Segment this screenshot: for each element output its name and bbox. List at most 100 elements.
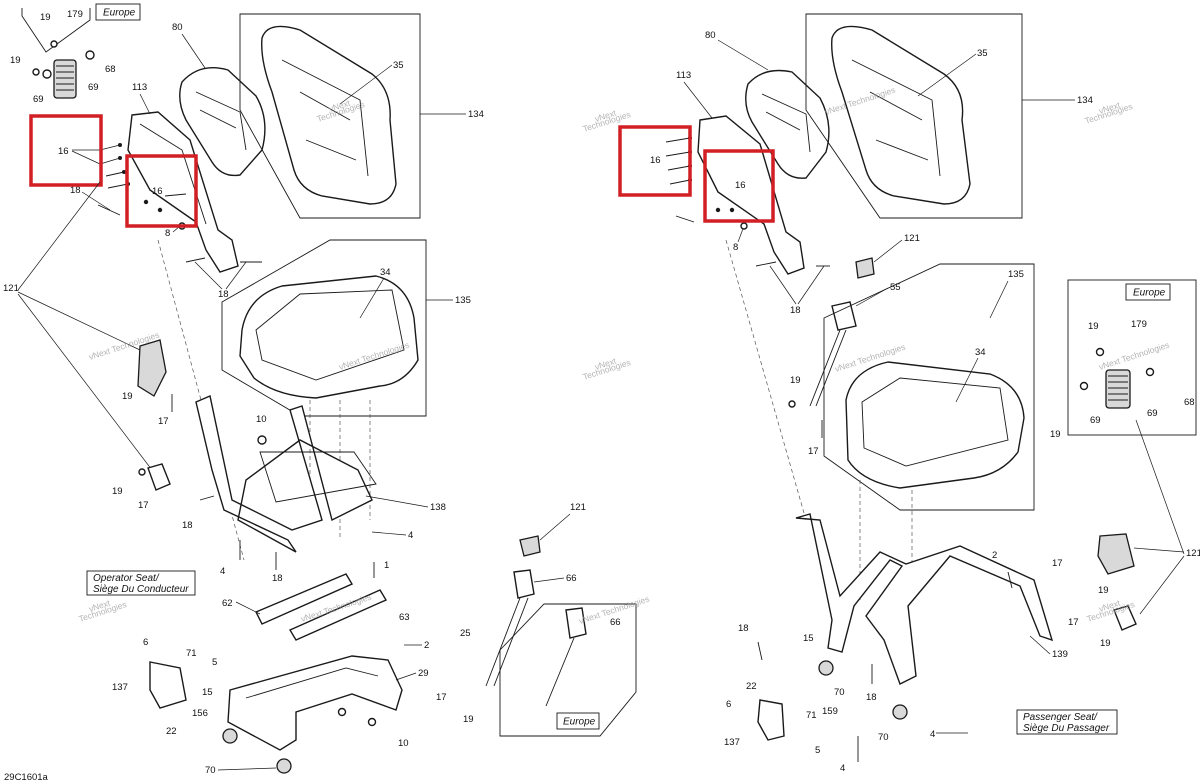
callout-68: 68 <box>1184 397 1195 408</box>
callout-121: 121 <box>3 283 19 294</box>
callout-18: 18 <box>738 623 749 634</box>
callout-179: 179 <box>1131 319 1147 330</box>
callout-113: 113 <box>132 82 147 93</box>
seat-adjust-lever-right <box>757 699 785 741</box>
callout-35: 35 <box>977 48 988 59</box>
belt-retractor-cover-left <box>53 59 77 99</box>
seat-frame-138-left <box>195 395 373 553</box>
bolt-group-16-right <box>665 136 692 185</box>
callout-4: 4 <box>840 763 845 774</box>
belt-retractor-cover-right <box>1105 369 1131 409</box>
highlight-box-right-2 <box>703 149 775 223</box>
backrest-bracket-113-right <box>697 115 805 275</box>
callout-2: 2 <box>992 550 997 561</box>
callout-135: 135 <box>1008 269 1024 280</box>
operator-seat-label-line2: Siège Du Conducteur <box>93 584 189 595</box>
callout-134: 134 <box>468 109 484 120</box>
seat-rail-62 <box>255 573 354 625</box>
seatbelt-latch-121-right <box>855 257 875 279</box>
operator-seat-label-line1: Operator Seat/ <box>93 573 160 584</box>
callout-19: 19 <box>122 391 133 402</box>
europe-label-box-left <box>95 3 141 21</box>
callout-2: 2 <box>424 640 429 651</box>
callout-80: 80 <box>705 30 716 41</box>
callout-5: 5 <box>212 657 217 668</box>
callout-18: 18 <box>70 185 81 196</box>
passenger-seat-label-line1: Passenger Seat/ <box>1023 712 1098 723</box>
callout-18: 18 <box>790 305 801 316</box>
callout-35: 35 <box>393 60 404 71</box>
seat-belt-retractor-right <box>1097 533 1135 575</box>
operator-seat-label-box <box>86 570 196 596</box>
passenger-seat-label-box <box>1016 709 1118 735</box>
callout-121: 121 <box>570 502 586 513</box>
callout-70: 70 <box>878 732 889 743</box>
seat-rail-63 <box>288 589 388 641</box>
callout-156: 156 <box>192 708 208 719</box>
backrest-detail-box-left <box>239 13 421 219</box>
belt-anchor-right <box>1113 605 1137 631</box>
callout-80: 80 <box>172 22 183 33</box>
callout-70: 70 <box>205 765 216 776</box>
highlight-box-right-1 <box>618 125 692 197</box>
highlight-box-left-1 <box>29 114 103 187</box>
callout-16: 16 <box>152 186 163 197</box>
europe-label-right: Europe <box>1133 288 1166 299</box>
callout-18: 18 <box>182 520 193 531</box>
callout-55: 55 <box>890 282 901 293</box>
callout-19: 19 <box>1100 638 1111 649</box>
callout-71: 71 <box>186 648 197 659</box>
callout-16: 16 <box>735 180 746 191</box>
seat-belt-retractor-left <box>137 339 167 397</box>
callout-5: 5 <box>815 745 820 756</box>
callout-159: 159 <box>822 706 838 717</box>
callout-8: 8 <box>165 228 170 239</box>
callout-19: 19 <box>790 375 801 386</box>
callout-6: 6 <box>726 699 731 710</box>
belt-anchor-left <box>147 463 171 491</box>
europe-inset-right <box>1067 279 1197 436</box>
callout-179: 179 <box>67 9 83 20</box>
callout-17: 17 <box>138 500 149 511</box>
figure-id: 29C1601a <box>4 772 49 783</box>
rubber-mount-70-d <box>892 704 908 720</box>
callout-69: 69 <box>1090 415 1101 426</box>
callout-137: 137 <box>724 737 740 748</box>
highlight-box-left-2 <box>125 154 198 228</box>
seat-cushion-detail-box-left <box>221 239 427 417</box>
callout-139: 139 <box>1052 649 1068 660</box>
callout-16: 16 <box>58 146 69 157</box>
rubber-mount-70-c <box>818 660 834 676</box>
seat-cushion-right <box>845 361 1025 489</box>
callout-17: 17 <box>436 692 447 703</box>
callout-19: 19 <box>1088 321 1099 332</box>
callout-15: 15 <box>803 633 814 644</box>
callout-18: 18 <box>866 692 877 703</box>
europe-label-left: Europe <box>103 8 136 19</box>
callout-70: 70 <box>834 687 845 698</box>
callout-4: 4 <box>408 530 413 541</box>
callout-34: 34 <box>975 347 986 358</box>
callout-4: 4 <box>930 729 935 740</box>
backrest-bracket-113-left <box>127 111 239 273</box>
seat-cushion-detail-box-right <box>823 263 1035 511</box>
callout-69: 69 <box>33 94 44 105</box>
callout-19: 19 <box>40 12 51 23</box>
callout-121: 121 <box>1186 548 1200 559</box>
seatbelt-latch-121-left <box>519 535 541 557</box>
callout-69: 69 <box>88 82 99 93</box>
callout-17: 17 <box>1052 558 1063 569</box>
callout-10: 10 <box>398 738 409 749</box>
europe-inset-bottom-left <box>499 603 637 737</box>
callout-25: 25 <box>460 628 471 639</box>
callout-66: 66 <box>566 573 577 584</box>
callout-10: 10 <box>256 414 267 425</box>
callout-68: 68 <box>105 64 116 75</box>
callout-15: 15 <box>202 687 213 698</box>
callout-137: 137 <box>112 682 128 693</box>
europe-detail-frame-left <box>21 8 91 53</box>
seat-cushion-left <box>239 275 419 399</box>
callout-135: 135 <box>455 295 471 306</box>
rubber-mount-70-a <box>222 728 238 744</box>
